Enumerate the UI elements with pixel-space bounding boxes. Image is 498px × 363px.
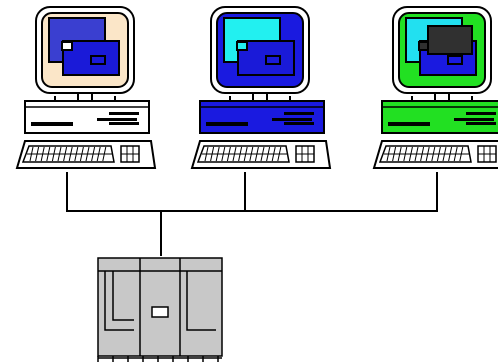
workstation-middle <box>192 7 330 168</box>
case-slot <box>272 118 312 121</box>
server-rack <box>98 258 222 362</box>
computer-case <box>25 101 149 133</box>
monitor-stand <box>78 93 92 101</box>
window-icon <box>448 56 462 64</box>
monitor-stand <box>435 93 449 101</box>
case-vent <box>206 122 248 126</box>
workstation-left <box>17 7 155 168</box>
case-vent <box>31 122 73 126</box>
network-cable <box>67 172 437 256</box>
window-icon <box>237 42 247 50</box>
computer-case <box>382 101 498 133</box>
case-slot <box>466 112 496 115</box>
case-slot <box>284 112 314 115</box>
window-icon <box>91 56 105 64</box>
case-slot <box>109 112 139 115</box>
workstation-right <box>374 7 498 168</box>
window-dark <box>428 26 472 54</box>
case-slot <box>109 122 139 125</box>
case-slot <box>466 122 496 125</box>
computer-case <box>200 101 324 133</box>
window-icon <box>62 42 72 50</box>
window-icon <box>266 56 280 64</box>
case-slot <box>97 118 137 121</box>
case-vent <box>388 122 430 126</box>
case-slot <box>284 122 314 125</box>
case-slot <box>454 118 494 121</box>
monitor-stand <box>253 93 267 101</box>
server-indicator <box>152 307 168 317</box>
